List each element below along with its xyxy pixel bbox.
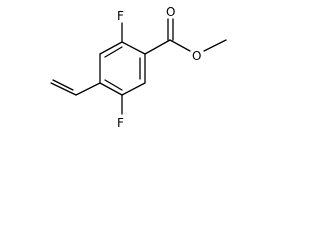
atom-label-fluorine-bottom: F [117,116,124,130]
bond-carbonyl-oester [169,39,191,52]
bond-ring-vinyl [75,82,101,96]
ring-double-bond-inner-2 [104,46,123,58]
ring-double-bond-inner-3 [104,79,123,91]
bond-vinyl-double-a [50,82,77,96]
atom-label-oxygen-ester: O [192,49,201,63]
bond-vinyl-double-b [52,79,74,91]
bond-ring-carbonyl [144,39,171,55]
atom-label-oxygen-carbonyl: O [166,5,175,19]
molecule-diagram: F F O O [0,0,250,137]
ring-bond-c5-c6 [121,82,146,96]
ring-bond-c4-c5 [99,82,123,96]
structure-svg: F F O O [50,5,227,130]
atom-label-fluorine-top: F [117,9,124,23]
bond-oester-methyl [203,39,227,52]
ring-bond-c2-c3 [99,41,123,55]
ring-bond-c1-c2 [121,41,146,55]
